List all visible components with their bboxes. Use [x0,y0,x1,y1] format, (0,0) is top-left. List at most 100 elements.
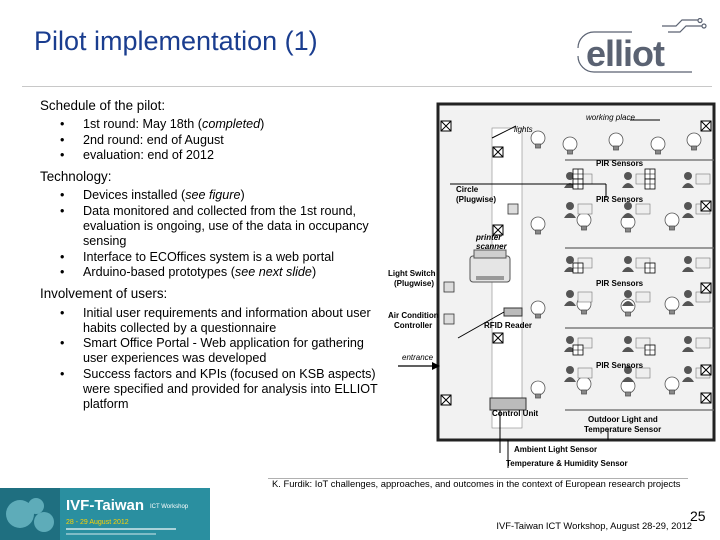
bullet-item: Success factors and KPIs (focused on KSB… [40,367,380,413]
bullet-item: evaluation: end of 2012 [40,148,380,164]
rfid-label: RFID Reader [484,321,532,330]
light-switches [440,120,712,406]
person-icon [564,202,593,218]
pir-sensor-icon [644,168,656,180]
switch-icon [440,394,452,406]
air-condition-label: Air Condition [388,311,439,320]
pir-label-3: PIR Sensors [596,279,644,288]
bulb-icon [530,300,546,319]
switch-icon [492,146,504,158]
bulb-icon [530,216,546,235]
page-number: 25 [690,508,706,524]
person-icon [622,366,651,382]
outdoor-label-1: Outdoor Light and [588,415,658,424]
pir-sensor-icon [572,168,584,180]
office-diagram: working place lights PIR Sensors PIR Sen… [388,102,716,468]
bulb-icon [664,376,680,395]
banner-date: 28 - 29 August 2012 [66,519,129,526]
section-heading: Involvement of users: [40,286,168,302]
footer-citation: K. Furdik: IoT challenges, approaches, a… [272,478,692,490]
pir-sensor-icon [644,178,656,190]
section-heading: Technology: [40,169,112,185]
rfid-reader [503,307,523,317]
bulb-icon [530,380,546,399]
person-icon [682,172,711,188]
person-icon [564,256,593,272]
bulb-icon [686,132,702,151]
switch-icon [700,120,712,132]
bulb-icon [562,136,578,155]
slide-body: Schedule of the pilot: 1st round: May 18t… [40,98,380,419]
bulb-icon [650,136,666,155]
bulb-icon [664,296,680,315]
occupants [564,172,711,382]
person-icon [682,256,711,272]
entrance-label: entrance [402,353,434,362]
bullet-list: Initial user requirements and informatio… [40,306,380,413]
switch-icon [440,120,452,132]
footer-author: K. Furdik [272,478,310,489]
printer-icon [469,249,511,283]
person-icon [622,290,651,306]
switch-icon [700,200,712,212]
person-icon [622,172,651,188]
switch-icon [700,392,712,404]
banner-title: IVF-Taiwan [66,497,144,514]
pir-sensor-icon [644,262,656,274]
bullet-item: Devices installed (see figure) [40,188,380,204]
bullet-item: Arduino-based prototypes (see next slide… [40,265,380,281]
person-icon [622,202,651,218]
bullet-list: 1st round: May 18th (completed)2nd round… [40,117,380,163]
pir-sensor-icon [572,344,584,356]
pir-sensor-icon [644,344,656,356]
person-icon [622,256,651,272]
section-heading: Schedule of the pilot: [40,98,166,113]
title-rule [22,86,712,87]
working-place-label: working place [586,113,635,122]
person-icon [564,366,593,382]
pir-label-4: PIR Sensors [596,361,644,370]
bullet-item: Initial user requirements and informatio… [40,306,380,337]
banner-sub: ICT Workshop [150,504,189,510]
control-unit [489,397,527,411]
pir-label-2: PIR Sensors [596,195,644,204]
switch-icon [700,282,712,294]
bullet-item: Data monitored and collected from the 1s… [40,204,380,250]
pir-label-1: PIR Sensors [596,159,644,168]
plugwise-label: (Plugwise) [456,195,496,204]
outdoor-label-2: Temperature Sensor [584,425,661,434]
pir-sensor-icon [572,262,584,274]
bullet-list: Devices installed (see figure)Data monit… [40,188,380,280]
person-icon [622,336,651,352]
footer-rule [268,478,688,479]
footer-title: : IoT challenges, approaches, and outcom… [309,478,681,489]
person-icon [564,290,593,306]
bullet-item: Smart Office Portal - Web application fo… [40,336,380,367]
bulb-icon [620,378,636,397]
switch-icon [492,224,504,236]
bullet-item: 2nd round: end of August [40,133,380,149]
bulb-icon [608,132,624,151]
bulb-icon [576,376,592,395]
control-unit-label: Control Unit [492,409,539,418]
person-icon [682,336,711,352]
footer-venue: IVF-Taiwan ICT Workshop, August 28-29, 2… [496,520,692,531]
switch-icon [700,364,712,376]
bulb-icon [530,130,546,149]
light-switch-sub-label: (Plugwise) [394,279,434,288]
bullet-item: 1st round: May 18th (completed) [40,117,380,133]
logo-text: elliot [586,33,665,74]
printer-label: printer [475,233,502,242]
bullet-item: Interface to ECOffices system is a web p… [40,250,380,266]
circle-label: Circle [456,185,479,194]
air-controller-label: Controller [394,321,432,330]
switch-icon [492,332,504,344]
bulb-icon [664,212,680,231]
ambient-label: Ambient Light Sensor [514,445,597,454]
temp-humidity-label: Temperature & Humidity Sensor [506,459,628,468]
scanner-label: scanner [476,242,508,251]
event-banner: IVF-Taiwan ICT Workshop 28 - 29 August 2… [0,488,210,540]
slide-title: Pilot implementation (1) [34,26,318,56]
light-switch-label: Light Switch [388,269,436,278]
elliot-logo: elliot [577,18,707,74]
